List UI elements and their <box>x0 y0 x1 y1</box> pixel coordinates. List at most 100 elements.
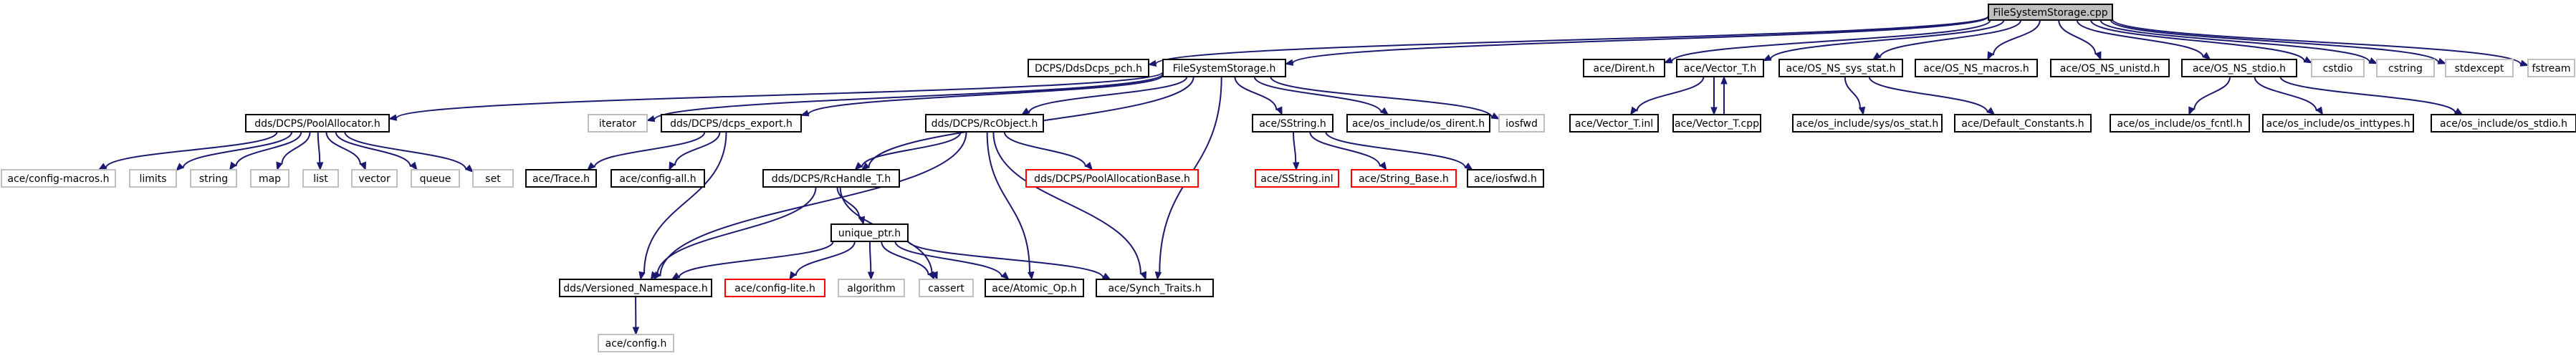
node-label: unique_ptr.h <box>838 228 901 239</box>
node-limits: limits <box>129 169 177 188</box>
node-os-fcntl[interactable]: ace/os_include/os_fcntl.h <box>2110 114 2250 133</box>
edge-sstring_h-to-ace_iosfwd <box>1325 131 1473 170</box>
edge-line <box>182 131 293 169</box>
arrowhead-icon <box>1380 107 1389 115</box>
node-sys-os-stat[interactable]: ace/os_include/sys/os_stat.h <box>1792 114 1943 133</box>
node-ddsdcps-pch[interactable]: DCPS/DdsDcps_pch.h <box>1028 59 1149 77</box>
arrowhead-icon <box>409 161 418 171</box>
node-label: dds/DCPS/PoolAllocationBase.h <box>1034 173 1190 185</box>
node-rchandle[interactable]: dds/DCPS/RcHandle_T.h <box>762 169 900 188</box>
node-label: ace/SString.h <box>1259 118 1326 130</box>
edge-line <box>317 131 321 163</box>
node-os-ns-unistd[interactable]: ace/OS_NS_unistd.h <box>2050 59 2170 77</box>
node-string-base[interactable]: ace/String_Base.h <box>1351 169 1457 188</box>
node-atomic-op[interactable]: ace/Atomic_Op.h <box>985 279 1084 297</box>
arrowhead-icon <box>1710 107 1718 116</box>
node-sstring-inl[interactable]: ace/SString.inl <box>1255 169 1339 188</box>
node-box <box>724 279 825 297</box>
edge-unique_ptr-to-versioned_ns <box>671 241 834 280</box>
node-os-stdio[interactable]: ace/os_include/os_stdio.h <box>2431 114 2576 133</box>
arrowhead-icon <box>650 271 658 281</box>
node-dirent[interactable]: ace/Dirent.h <box>1583 59 1665 77</box>
arrowhead-icon <box>1858 106 1866 116</box>
node-root[interactable]: FileSystemStorage.cpp <box>1988 4 2113 21</box>
node-box <box>1792 114 1943 133</box>
node-ace-iosfwd[interactable]: ace/iosfwd.h <box>1467 169 1544 188</box>
node-versioned-ns[interactable]: dds/Versioned_Namespace.h <box>559 279 712 297</box>
edge-root-to-os_ns_stdio <box>2076 19 2211 60</box>
node-sstring-h[interactable]: ace/SString.h <box>1252 114 1334 133</box>
node-vector-t-h[interactable]: ace/Vector_T.h <box>1676 59 1764 77</box>
node-vector-t-cpp[interactable]: ace/Vector_T.cpp <box>1672 114 1761 133</box>
node-box <box>2262 114 2414 133</box>
node-unique-ptr[interactable]: unique_ptr.h <box>830 223 909 242</box>
arrowhead-icon <box>1101 272 1111 280</box>
node-label: iterator <box>599 118 636 130</box>
edge-vector_t_h-to-vector_t_inl <box>1629 76 1705 116</box>
edge-line <box>1879 19 2022 58</box>
edge-line <box>2058 19 2097 55</box>
arrowhead-icon <box>1000 271 1010 280</box>
edge-line <box>1003 131 1087 168</box>
node-box <box>1954 114 2092 133</box>
node-pool-alloc[interactable]: dds/DCPS/PoolAllocator.h <box>245 114 390 133</box>
node-box <box>611 169 705 188</box>
arrowhead-icon <box>1464 162 1473 170</box>
node-label: ace/iosfwd.h <box>1474 173 1537 185</box>
edge-vector_t_cpp-to-vector_t_h <box>1720 75 1728 115</box>
node-trace[interactable]: ace/Trace.h <box>525 169 597 188</box>
node-vector-t-inl[interactable]: ace/Vector_T.inl <box>1569 114 1659 133</box>
edge-line <box>653 72 1164 121</box>
node-box <box>985 279 1084 297</box>
edge-line <box>656 186 817 276</box>
node-synch-traits[interactable]: ace/Synch_Traits.h <box>1096 279 1214 297</box>
edge-dcps_export-to-config_all <box>669 131 721 171</box>
edge-os_ns_stdio-to-os_inttypes <box>2254 76 2324 116</box>
edge-root-to-cstring <box>2099 19 2378 64</box>
edge-line <box>1028 76 1188 114</box>
edge-line <box>1769 19 2005 60</box>
node-rcobject[interactable]: dds/DCPS/RcObject.h <box>925 114 1044 133</box>
node-label: ace/config-lite.h <box>734 283 815 294</box>
node-label: map <box>259 173 281 185</box>
node-label: iosfwd <box>1505 118 1538 130</box>
node-stdexcept: stdexcept <box>2445 59 2514 77</box>
edge-fss_h-to-pool_alloc <box>388 71 1164 121</box>
node-box <box>1162 59 1286 77</box>
edge-vector_t_h-to-vector_t_cpp <box>1710 77 1718 116</box>
node-os-inttypes[interactable]: ace/os_include/os_inttypes.h <box>2262 114 2414 133</box>
node-label: ace/OS_NS_stdio.h <box>2193 63 2286 74</box>
edge-line <box>2112 19 2522 65</box>
node-os-ns-macros[interactable]: ace/OS_NS_macros.h <box>1915 59 2038 77</box>
edge-pool_alloc-to-queue <box>335 131 418 171</box>
node-fss-h[interactable]: FileSystemStorage.h <box>1162 59 1286 77</box>
arrowhead-icon <box>1154 271 1162 281</box>
edge-line <box>861 131 962 168</box>
node-list: list <box>302 169 339 188</box>
edge-line <box>2090 19 2306 62</box>
node-box <box>588 114 648 133</box>
node-label: dds/DCPS/dcps_export.h <box>670 118 793 130</box>
node-config-all[interactable]: ace/config-all.h <box>611 169 705 188</box>
edge-line <box>1234 76 1278 110</box>
node-label: set <box>485 173 501 185</box>
arrowhead-icon <box>861 162 870 170</box>
node-dcps-export[interactable]: dds/DCPS/dcps_export.h <box>661 114 802 133</box>
edge-unique_ptr-to-cassert <box>881 241 935 281</box>
node-os-ns-sys-stat[interactable]: ace/OS_NS_sys_stat.h <box>1778 59 1903 77</box>
edge-line <box>335 131 411 168</box>
node-default-constants[interactable]: ace/Default_Constants.h <box>1954 114 2092 133</box>
node-box <box>1028 59 1149 77</box>
node-os-dirent[interactable]: ace/os_include/os_dirent.h <box>1346 114 1490 133</box>
node-box <box>1025 169 1199 188</box>
arrowhead-icon <box>388 114 398 121</box>
edge-line <box>1844 76 1861 109</box>
node-box <box>2050 59 2170 77</box>
node-pool-alloc-base[interactable]: dds/DCPS/PoolAllocationBase.h <box>1025 169 1199 188</box>
node-box <box>2445 59 2514 77</box>
edge-root-to-os_ns_unistd <box>2058 19 2102 61</box>
edge-fss_h-to-sstring_h <box>1234 76 1283 116</box>
node-config-lite[interactable]: ace/config-lite.h <box>724 279 825 297</box>
node-os-ns-stdio[interactable]: ace/OS_NS_stdio.h <box>2181 59 2297 77</box>
edge-line <box>1670 19 1991 62</box>
